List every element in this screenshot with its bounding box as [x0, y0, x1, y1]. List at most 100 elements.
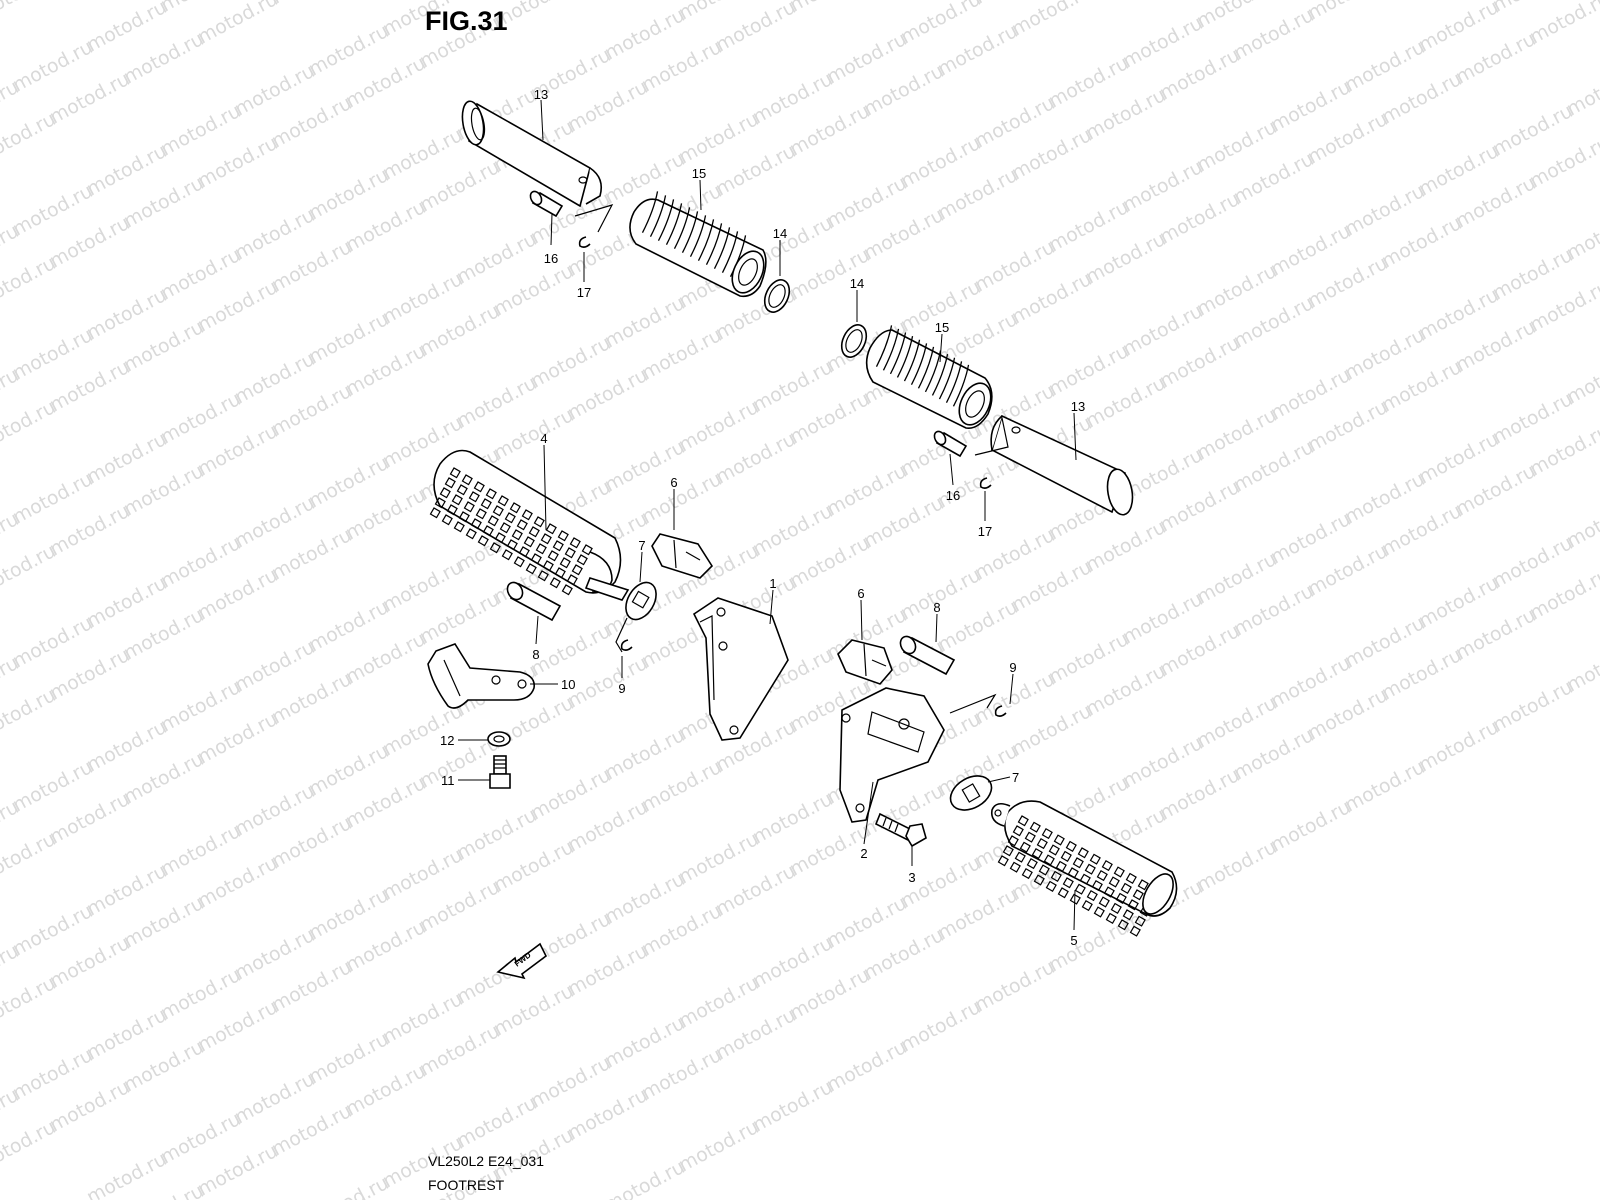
grip-cell — [453, 521, 465, 533]
watermark-text: motod.ru — [823, 892, 910, 952]
grip-cell — [456, 484, 468, 496]
watermark-text: motod.ru — [46, 932, 133, 992]
watermark-text: motod.ru — [823, 172, 910, 232]
grip-cell — [494, 532, 506, 544]
watermark-text: motod.ru — [157, 1108, 244, 1168]
grip-cell — [1019, 841, 1031, 853]
grip-cell — [504, 512, 516, 524]
watermark-text: motod.ru — [1304, 396, 1391, 456]
grip-cell — [516, 519, 528, 531]
watermark-text: motod.ru — [342, 340, 429, 400]
watermark-text: motod.ru — [1082, 84, 1169, 144]
watermark-text: motod.ru — [268, 812, 355, 872]
grip-cell — [535, 543, 547, 555]
grip-cell — [1084, 863, 1096, 875]
holder-6-right — [837, 639, 893, 685]
watermark-text: motod.ru — [1119, 156, 1206, 216]
grip-cell — [1014, 851, 1026, 863]
watermark-text: motod.ru — [1193, 404, 1280, 464]
grip-cell — [441, 514, 453, 526]
watermark-text: motod.ru — [1378, 644, 1465, 704]
watermark-text: motod.ru — [1156, 332, 1243, 392]
watermark-text: motod.ru — [712, 0, 799, 56]
watermark-text: motod.ru — [1230, 4, 1317, 64]
grip-cell — [463, 501, 475, 513]
watermark-text: motod.ru — [786, 244, 873, 304]
grip-cell — [547, 550, 559, 562]
watermark-text: motod.ru — [83, 140, 170, 200]
callout-6: 6 — [670, 475, 677, 490]
watermark-text: motod.ru — [527, 764, 614, 824]
grip-cell — [545, 523, 557, 535]
grip-cell — [1036, 837, 1048, 850]
watermark-text: motod.ru — [749, 500, 836, 560]
watermark-text: motod.ru — [379, 268, 466, 328]
watermark-text: motod.ru — [1230, 148, 1317, 208]
watermark-text: motod.ru — [231, 780, 318, 840]
grip-cell — [439, 487, 451, 499]
watermark-text: motod.ru — [83, 860, 170, 920]
watermark-text: motod.ru — [1526, 132, 1600, 192]
watermark-text: motod.ru — [231, 348, 318, 408]
callout-16: 16 — [544, 251, 558, 266]
grip-cell — [499, 522, 511, 534]
watermark-text: motod.ru — [1415, 284, 1502, 344]
watermark-text: motod.ru — [157, 100, 244, 160]
watermark-text: motod.ru — [786, 388, 873, 448]
grip-rib — [882, 328, 900, 371]
watermark-text: motod.ru — [453, 804, 540, 864]
watermark-text: motod.ru — [1341, 468, 1428, 528]
watermark-text: motod.ru — [1341, 612, 1428, 672]
grip-cell — [480, 498, 492, 510]
watermark-text: motod.ru — [1304, 252, 1391, 312]
watermark-text: motod.ru — [712, 428, 799, 488]
pin-16-left — [529, 190, 564, 218]
watermark-text: motod.ru — [46, 644, 133, 704]
watermark-text: motod.ru — [120, 892, 207, 952]
diagram-name: FOOTREST — [428, 1177, 505, 1193]
watermark-text: motod.ru — [527, 1052, 614, 1112]
watermark-text: motod.ru — [1230, 292, 1317, 352]
watermark-text: motod.ru — [9, 36, 96, 96]
grip-cell — [552, 540, 564, 552]
grip-cell — [497, 495, 509, 507]
callout-14: 14 — [850, 276, 864, 291]
watermark-text: motod.ru — [749, 932, 836, 992]
grip-cell — [1137, 879, 1149, 891]
watermark-text: motod.ru — [305, 740, 392, 800]
grip-rib — [931, 354, 949, 396]
watermark-text: motod.ru — [1563, 492, 1600, 552]
grip-cell — [521, 509, 533, 521]
grip-cell — [1055, 860, 1067, 872]
grip-cell — [528, 526, 540, 538]
watermark-text: motod.ru — [786, 100, 873, 160]
watermark-text: motod.ru — [638, 36, 725, 96]
grip-cell — [1029, 821, 1041, 833]
callout-6: 6 — [857, 586, 864, 601]
grip-cell — [1038, 864, 1050, 876]
callout-11: 11 — [441, 773, 455, 788]
watermark-text: motod.ru — [157, 820, 244, 880]
watermark-text: motod.ru — [1008, 700, 1095, 760]
grip-cell — [540, 533, 552, 545]
grip-rib — [917, 346, 935, 389]
watermark-text: motod.ru — [860, 60, 947, 120]
watermark-text: motod.ru — [157, 244, 244, 304]
grip-cell — [1129, 925, 1141, 937]
grip-cell — [1026, 857, 1038, 870]
watermark-text: motod.ru — [675, 972, 762, 1032]
grip-cell — [1050, 870, 1062, 882]
watermark-text: motod.ru — [1563, 348, 1600, 408]
watermark-text: motod.ru — [934, 596, 1021, 656]
callout-7: 7 — [638, 538, 645, 553]
watermark-text: motod.ru — [1267, 508, 1354, 568]
watermark-text: motod.ru — [1045, 340, 1132, 400]
watermark-text: motod.ru — [9, 1044, 96, 1104]
grip-cell — [501, 549, 513, 561]
watermark-text: motod.ru — [1156, 188, 1243, 248]
callout-9: 9 — [1009, 660, 1016, 675]
callout-2: 2 — [860, 846, 867, 861]
grip-cell — [1115, 892, 1127, 904]
grip-cell — [1093, 906, 1105, 918]
watermark-text: motod.ru — [1230, 580, 1317, 640]
